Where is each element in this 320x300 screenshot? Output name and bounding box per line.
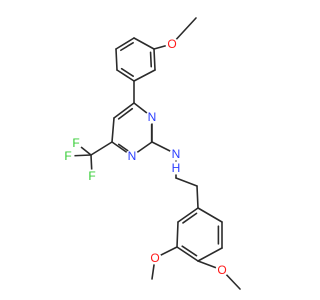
bond-d6-d1-inner [182, 212, 198, 224]
atom-background [169, 147, 183, 161]
bond-b5-b6-inner [120, 41, 134, 52]
atom-O_left: O [148, 251, 162, 265]
atom-background [145, 110, 159, 124]
bond-d1-d2 [176, 221, 179, 248]
bond-b3-b4 [116, 69, 135, 82]
atom-N_ring_lower: N [125, 149, 139, 163]
bond-b4-b5 [115, 48, 118, 71]
bonds-layer [67, 17, 241, 290]
atom-label: F [72, 136, 79, 150]
bond-b6-b1 [133, 37, 155, 50]
atom-label: F [64, 149, 71, 163]
atom-background [215, 263, 229, 277]
atom-background [148, 251, 162, 265]
atom-label: N [148, 110, 157, 124]
bond-d2-d3-inner [181, 245, 198, 257]
atom-label: H [172, 161, 181, 175]
atom-F_3: F [85, 169, 99, 183]
atom-background [69, 136, 83, 150]
atom-NH: N [169, 147, 183, 161]
bond-b1-b2-inner [149, 51, 153, 68]
bond-r5-r4 [113, 102, 135, 119]
bond-b3-b4-inner [120, 67, 134, 77]
bond-b5-b6 [115, 37, 135, 50]
bond-r6-CF3 [90, 141, 113, 156]
bond-d2-d3 [176, 246, 199, 262]
bond-b2-b3 [133, 69, 156, 82]
atom-F_2: F [61, 149, 75, 163]
atom-background [61, 149, 75, 163]
bond-r6-r5 [111, 117, 115, 143]
bond-d5-d6 [197, 207, 223, 223]
atom-N_ring_upper: N [145, 110, 159, 124]
atom-background [165, 37, 179, 51]
bond-d3-d4 [197, 247, 223, 262]
bond-e1-e2 [175, 177, 198, 187]
atom-label: O [217, 263, 226, 277]
atom-label: F [88, 169, 95, 183]
atom-background [85, 169, 99, 183]
atom-H_amine: H [169, 161, 183, 175]
atom-background [169, 161, 183, 175]
atom-label: N [172, 147, 181, 161]
atom-label: O [150, 251, 159, 265]
atom-F_1: F [69, 136, 83, 150]
atom-O_top: O [165, 37, 179, 51]
bond-r5-r4-inner [117, 107, 134, 120]
bond-d6-d1 [177, 207, 199, 223]
bond-e2-e3 [196, 185, 199, 209]
bond-b1-b2 [153, 48, 156, 71]
atom-background [125, 149, 139, 163]
atom-O_bottom: O [215, 263, 229, 277]
atom-label: N [128, 149, 137, 163]
atom-label: O [167, 37, 176, 51]
